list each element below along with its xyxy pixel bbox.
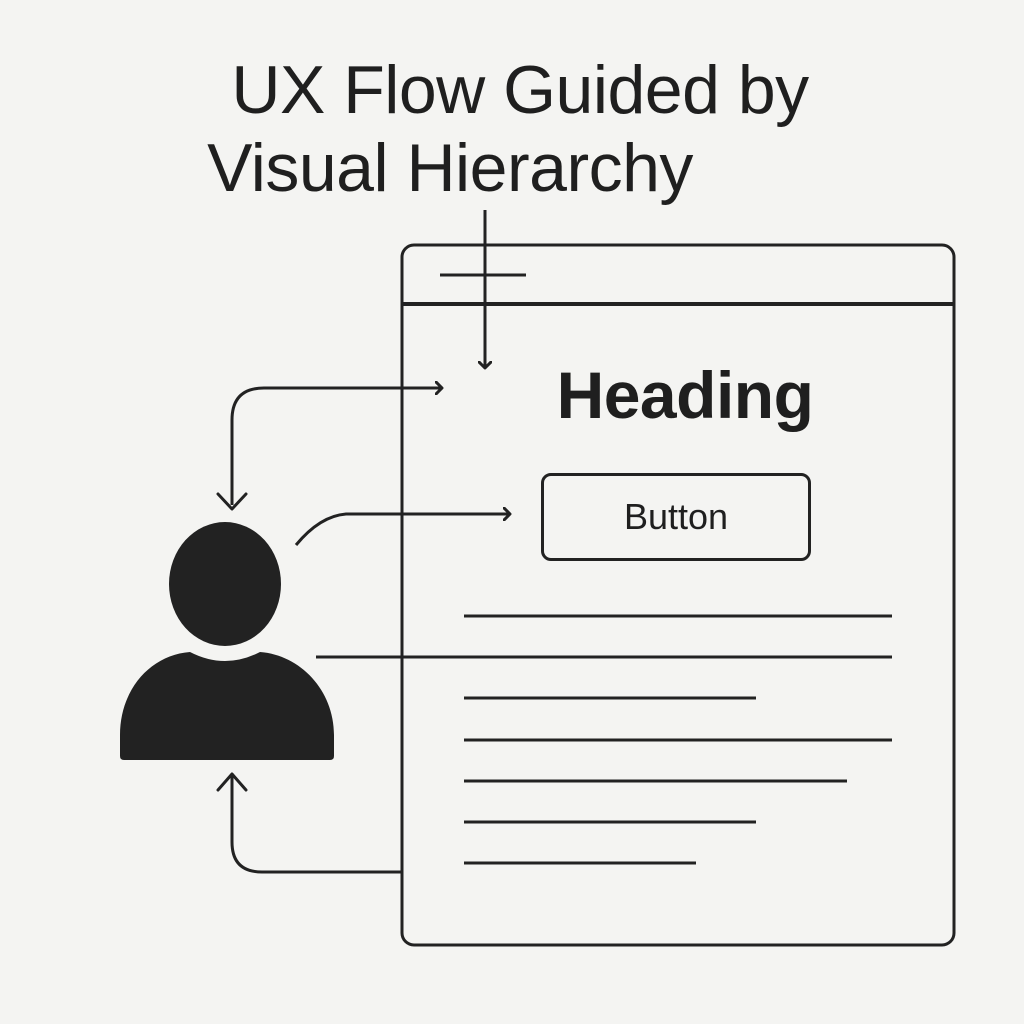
arrow-user-to-heading <box>230 388 442 505</box>
browser-window <box>400 243 956 947</box>
page-button[interactable]: Button <box>541 473 811 561</box>
diagram-title-line-2: Visual Hierarchy <box>207 130 693 206</box>
user-icon <box>120 522 334 760</box>
diagram-title-line-1: UX Flow Guided by <box>231 52 809 128</box>
arrow-into-user-bottom <box>216 772 248 792</box>
arrow-user-to-button <box>294 514 510 546</box>
arrow-into-user-top <box>216 492 248 511</box>
page-heading: Heading <box>556 358 814 432</box>
arrow-page-to-user <box>230 776 402 874</box>
